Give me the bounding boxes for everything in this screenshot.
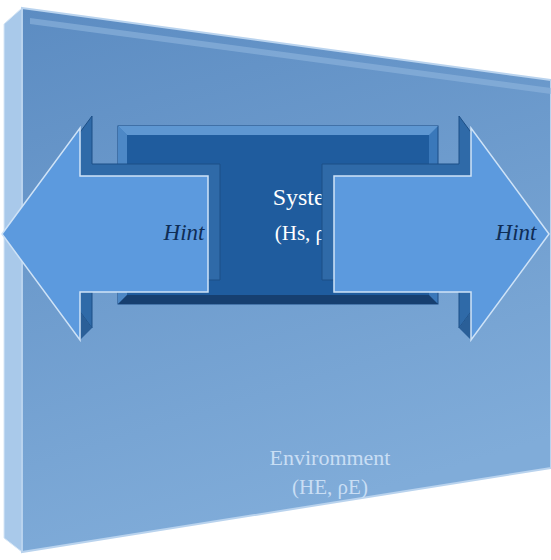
interaction-arrow: Hint: [2, 128, 208, 340]
node-label: Hint: [164, 220, 205, 246]
node-label: Enviromment: [270, 445, 391, 470]
interaction-arrow: Hint: [334, 128, 549, 340]
node-sublabel: (HE, ρE): [292, 475, 368, 499]
node-label: Hint: [496, 220, 537, 246]
